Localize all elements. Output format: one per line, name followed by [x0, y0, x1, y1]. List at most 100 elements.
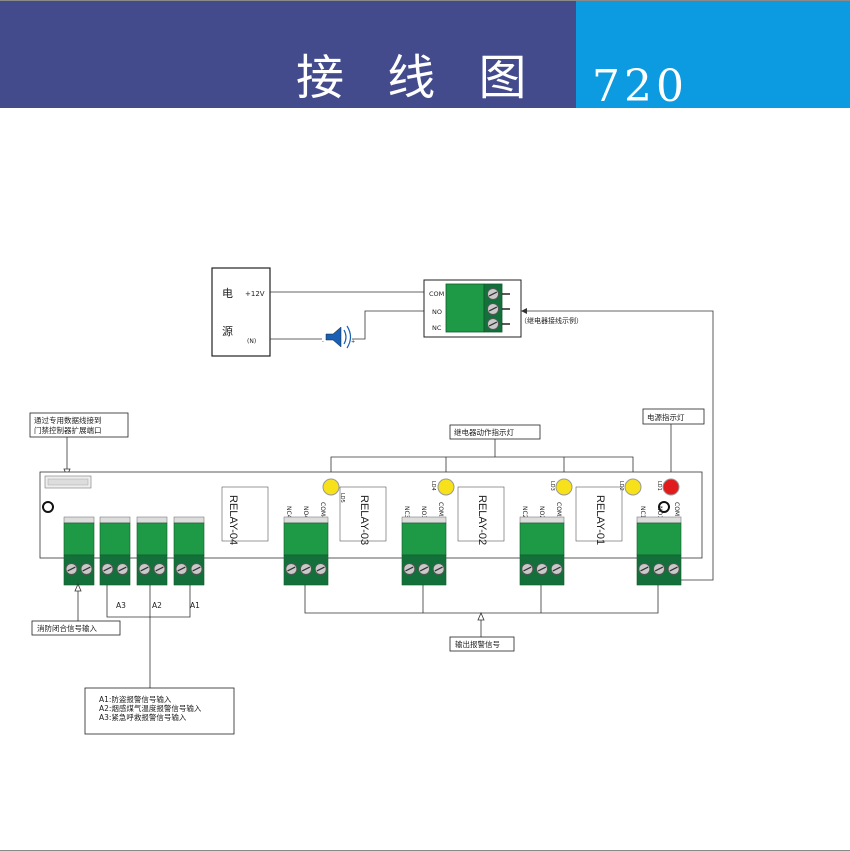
input-a1-label: A1: [190, 601, 200, 610]
pin-com2: COM2: [555, 502, 562, 520]
led-label-ld2: LD2: [618, 481, 624, 491]
data-port-inner: [47, 478, 89, 486]
terminal-relay-03[interactable]: [401, 516, 447, 586]
relay-01-pin-labels: NC1 NO1 COM1: [639, 502, 680, 520]
relay-02-pin-labels: NC2 NO2 COM2: [521, 502, 562, 520]
pin-no2: NO2: [538, 506, 545, 519]
terminal-a3[interactable]: [99, 516, 131, 586]
terminal-blocks: [63, 516, 682, 586]
pin-no3: NO3: [420, 506, 427, 519]
screw-icon[interactable]: [418, 563, 430, 575]
arrow-to-example: [521, 308, 527, 314]
screw-icon[interactable]: [550, 563, 563, 575]
fire-input-label: 消防闭合信号输入: [37, 623, 97, 633]
led-label-ld4: LD4: [430, 481, 436, 491]
terminal-relay-01[interactable]: [636, 516, 682, 586]
led-power: [662, 478, 680, 496]
relay-indicator-bus: [330, 456, 634, 477]
data-cable-line2: 门禁控制器扩展端口: [34, 425, 102, 435]
screw-icon[interactable]: [521, 563, 534, 575]
terminal-a2[interactable]: [136, 516, 168, 586]
pin-no4: NO4: [302, 506, 309, 519]
relay-block-03: RELAY-03: [339, 486, 387, 545]
pin-com1: COM1: [673, 502, 680, 520]
screw-icon[interactable]: [432, 563, 445, 575]
siren-icon: - +: [322, 325, 355, 349]
fire-input-arrow: [74, 582, 82, 592]
screw-icon[interactable]: [175, 563, 188, 575]
data-cable-line1: 通过专用数据线接到: [34, 415, 102, 425]
screw-icon[interactable]: [314, 563, 327, 575]
screw-icon[interactable]: [536, 563, 548, 575]
screw-icon[interactable]: [285, 563, 298, 575]
input-a3-label: A3: [116, 601, 126, 610]
data-cable-callout: [29, 412, 129, 438]
led-label-ld1: LD1: [656, 481, 662, 491]
screw-icon[interactable]: [667, 563, 680, 575]
legend-a1: A1:防盗报警信号输入: [99, 694, 172, 704]
screw-icon[interactable]: [653, 563, 665, 575]
led-relay-03: [437, 478, 455, 496]
relay-block-02: RELAY-02: [457, 486, 505, 545]
frame-top: [0, 0, 850, 1]
power-plus-12v: +12V: [245, 290, 265, 298]
page-title: 接 线 图: [296, 50, 541, 106]
input-common-bus: [106, 585, 191, 618]
pin-nc2: NC2: [521, 506, 528, 519]
input-a2-label: A2: [152, 601, 162, 610]
terminal-relay-04[interactable]: [283, 516, 329, 586]
power-gnd: (N): [247, 338, 256, 345]
screw-icon[interactable]: [116, 563, 129, 575]
terminal-relay-02[interactable]: [519, 516, 565, 586]
fire-input-callout: [31, 620, 121, 636]
led-relay-01: [624, 478, 642, 496]
relay-04-label: RELAY-04: [227, 495, 239, 545]
terminal-fire-input[interactable]: [63, 516, 95, 586]
legend-a2: A2:烟感煤气温度报警信号输入: [99, 703, 202, 713]
screw-icon[interactable]: [80, 563, 93, 575]
screw-icon[interactable]: [190, 563, 203, 575]
relay-example-com: COM: [429, 290, 444, 298]
relay-01-label: RELAY-01: [594, 495, 606, 545]
power-supply-box: [211, 267, 271, 357]
screw-icon[interactable]: [403, 563, 416, 575]
screw-icon[interactable]: [65, 563, 78, 575]
relay-block-01: RELAY-01: [575, 486, 623, 545]
screw-icon[interactable]: [101, 563, 114, 575]
led-relay-04: [322, 478, 340, 496]
model-number: 720: [592, 61, 688, 112]
pin-no1: NO1: [656, 506, 663, 519]
relay-block-04: RELAY-04: [221, 486, 269, 545]
screw-icon[interactable]: [153, 563, 166, 575]
pin-nc1: NC1: [639, 506, 646, 519]
power-label-top: 电: [222, 287, 233, 300]
header-band-left: [0, 0, 576, 108]
power-indicator-label: 电源指示灯: [647, 412, 685, 422]
relay-example-nc: NC: [432, 324, 442, 332]
led-label-ld3: LD3: [549, 481, 555, 491]
relay-04-pin-labels: NC4 NO4 COM4: [285, 502, 326, 520]
wire-relay1-feedback: [521, 310, 714, 581]
screw-icon[interactable]: [300, 563, 312, 575]
alarm-output-label: 输出报警信号: [455, 639, 500, 649]
led-label-ld5: LD5: [339, 493, 345, 503]
header-band-right: [576, 0, 850, 108]
relay-02-label: RELAY-02: [476, 495, 488, 545]
power-indicator-callout: [642, 408, 705, 425]
alarm-output-callout: [449, 636, 515, 652]
pin-com3: COM3: [437, 502, 444, 520]
relay-03-label: RELAY-03: [358, 495, 370, 545]
terminal-a1[interactable]: [173, 516, 205, 586]
relay-example-no: NO: [432, 308, 442, 316]
led-relay-02: [555, 478, 573, 496]
relay-03-pin-labels: NC3 NO3 COM3: [403, 502, 444, 520]
power-label-bottom: 源: [222, 324, 233, 338]
wire-siren-no: [352, 310, 424, 340]
screw-icon[interactable]: [638, 563, 651, 575]
screw-icon[interactable]: [138, 563, 151, 575]
relay-indicator-label: 继电器动作指示灯: [454, 427, 514, 437]
relay-example-caption: （继电器接线示例）: [520, 316, 583, 325]
pin-nc4: NC4: [285, 506, 292, 519]
input-legend-box: [84, 687, 235, 735]
